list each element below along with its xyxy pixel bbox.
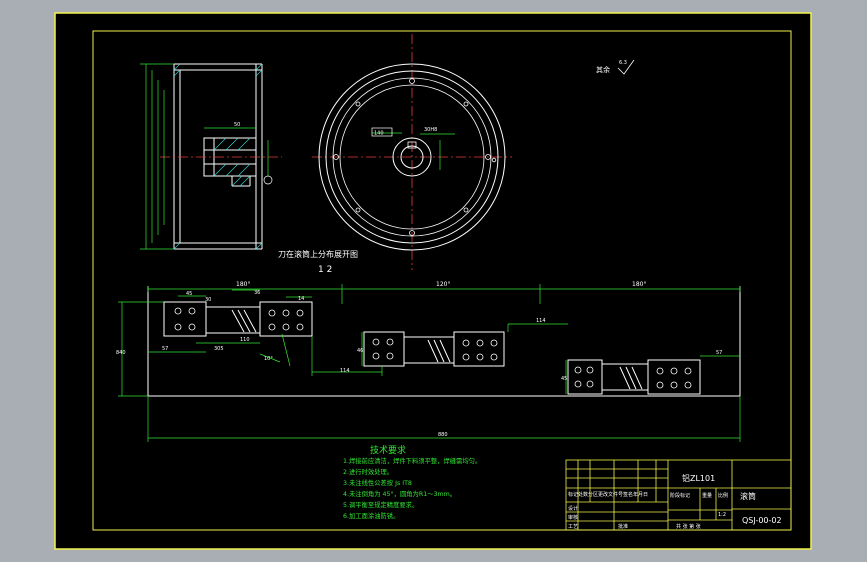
title-block-stage: 阶段标记: [670, 492, 690, 499]
angle-label-2: 120°: [436, 281, 450, 288]
datum-tag-box: [371, 127, 393, 137]
circle-view: [312, 34, 512, 270]
tech-req-item-1: 1.焊接前应清洁，焊件下料须平整，焊缝需均匀。: [343, 456, 481, 465]
development-dimension-lines: [118, 284, 741, 442]
surface-roughness-value: 6.3: [619, 60, 627, 66]
dim-height: 840: [116, 350, 126, 356]
tech-req-item-6: 6.加工面涂油防锈。: [343, 511, 399, 520]
circle-dimension-lines: [372, 132, 455, 170]
view-note: 刀在滚筒上分布展开图: [278, 249, 358, 259]
dim-total-length: 880: [438, 432, 448, 438]
hub-fit-label: 30H8: [424, 127, 437, 133]
tech-req-item-5: 5.调平衡至规定精度要求。: [343, 500, 418, 509]
tech-req-item-3: 3.未注线性公差按 Js IT8: [343, 478, 412, 487]
front-dimension-lines: [140, 63, 269, 250]
title-block-header-row: 标记处数分区更改文件号签名年月日: [568, 491, 648, 498]
dim-114-a: 114: [340, 368, 350, 374]
tech-req-title: 技术要求: [370, 444, 406, 456]
dim-46: 46: [357, 348, 363, 354]
dim-305: 305: [214, 346, 224, 352]
dim-45: 45: [186, 291, 192, 297]
section-hatching: [173, 63, 263, 250]
title-block-part-name: 滚筒: [740, 491, 756, 501]
detail-callout-circle: [263, 175, 273, 185]
title-block-scale-label: 比例: [718, 492, 728, 499]
tech-req-item-2: 2.进行时效处理。: [343, 467, 393, 476]
development-outline: [147, 286, 741, 397]
dim-36: 36: [254, 290, 260, 296]
front-dim-label: 50: [234, 122, 240, 128]
dim-left-offset: 57: [162, 346, 168, 352]
title-block-designer: 设计: [568, 505, 578, 512]
dim-114-b: 114: [536, 318, 546, 324]
dim-45-b: 45: [561, 376, 567, 382]
title-block-weight: 重量: [702, 492, 712, 499]
angle-label-1: 180°: [236, 281, 250, 288]
title-block-process: 工艺: [568, 524, 578, 530]
dim-14: 14: [298, 296, 304, 302]
title-block-checker: 审核: [568, 514, 578, 521]
tech-req-item-4: 4.未注倒角为 45°，圆角为R1～3mm。: [343, 489, 456, 498]
dim-right-offset: 57: [716, 350, 722, 356]
view-scale: 1 2: [318, 265, 332, 275]
title-block-sheet-info: 共 张 第 张: [676, 523, 701, 530]
blade-holes: [174, 307, 692, 389]
technical-requirements: 技术要求 1.焊接前应清洁，焊件下料须平整，焊缝需均匀。 2.进行时效处理。 3…: [343, 444, 481, 520]
title-block-drawing-no: QSJ-00-02: [742, 516, 782, 525]
title-block-approve: 批准: [618, 523, 628, 530]
title-block: [565, 459, 792, 531]
title-block-scale: 1:2: [718, 512, 726, 518]
dim-110: 110: [240, 337, 250, 343]
dim-10deg: 10°: [264, 356, 273, 362]
title-block-material: 铝ZL101: [682, 473, 715, 483]
drawing-sheet: [54, 12, 812, 550]
roughness-symbol-icon: [617, 59, 635, 75]
surface-roughness-text: 其余: [596, 65, 610, 74]
datum-tag: 140: [374, 131, 384, 137]
drawing-border: [92, 30, 792, 531]
dim-30: 30: [205, 297, 211, 303]
angle-label-3: 180°: [632, 281, 646, 288]
